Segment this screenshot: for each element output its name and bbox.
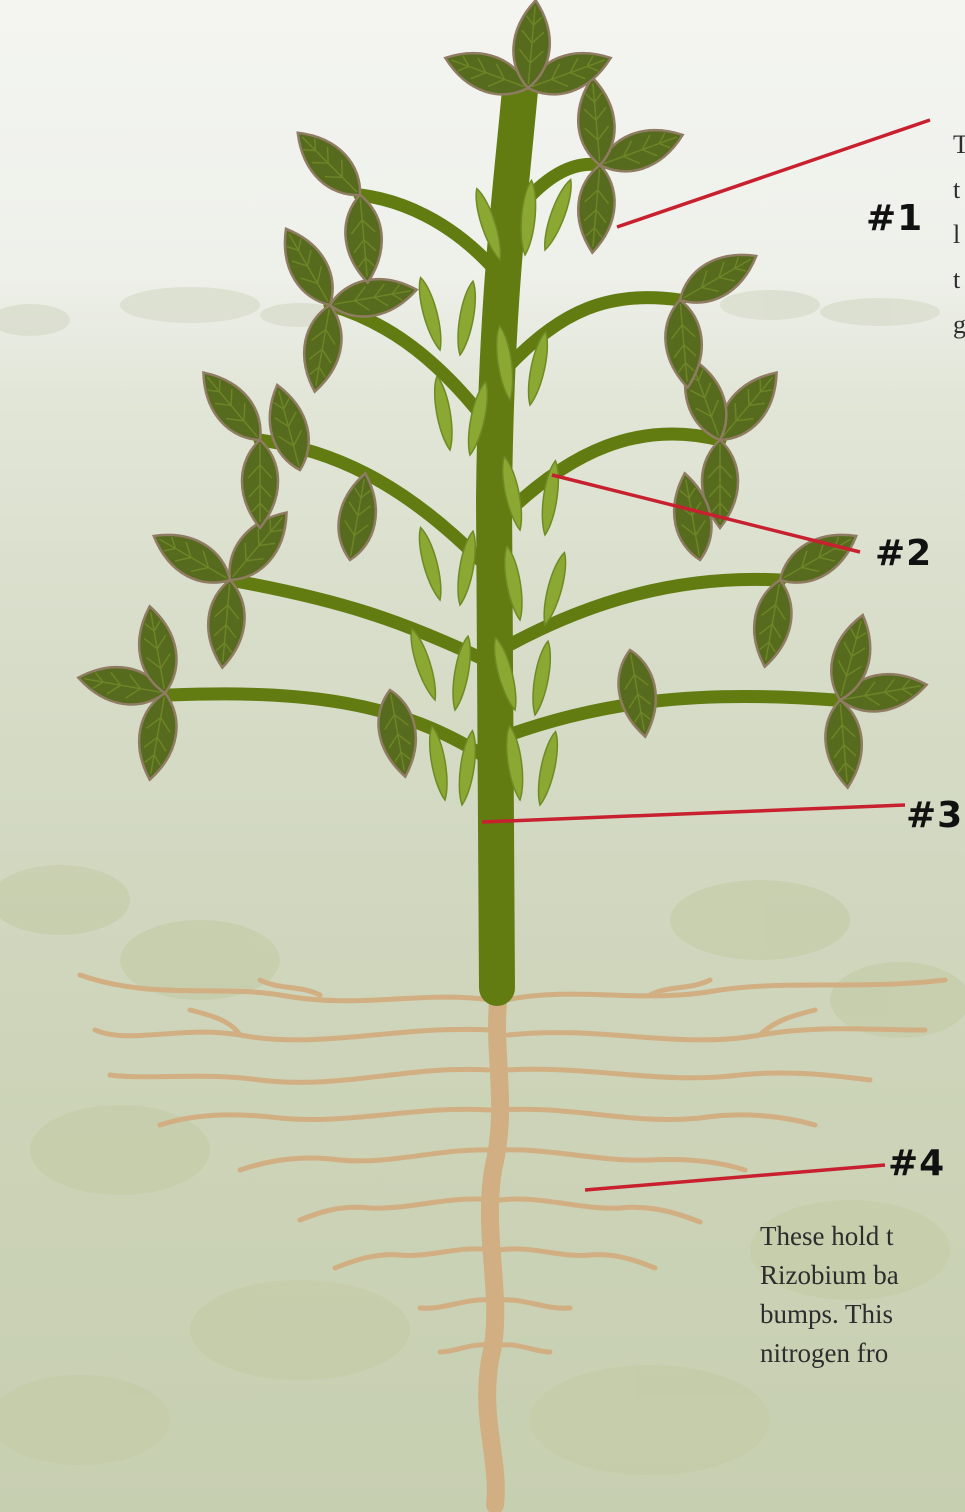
pointer-line-3 — [482, 805, 905, 822]
label-2: #2 — [875, 533, 932, 574]
tap-root — [487, 985, 500, 1505]
label-1: #1 — [866, 198, 923, 239]
callout-4-line: bumps. This — [760, 1295, 965, 1334]
callout-4-text: These hold t Rizobium ba bumps. This nit… — [760, 1217, 965, 1427]
label-4: #4 — [888, 1143, 945, 1184]
callout-4-line: Rizobium ba — [760, 1256, 965, 1295]
callout-1-line: t — [953, 257, 965, 302]
callout-4-line: nitrogen fro — [760, 1334, 965, 1373]
callout-1-line: t — [953, 167, 965, 212]
callout-1-line: T — [953, 122, 965, 167]
label-3: #3 — [906, 795, 963, 836]
callout-1-text: T t l t g — [953, 122, 965, 382]
callout-1-line: g — [953, 302, 965, 347]
callout-4-line: These hold t — [760, 1217, 965, 1256]
callout-1-line: l — [953, 212, 965, 257]
